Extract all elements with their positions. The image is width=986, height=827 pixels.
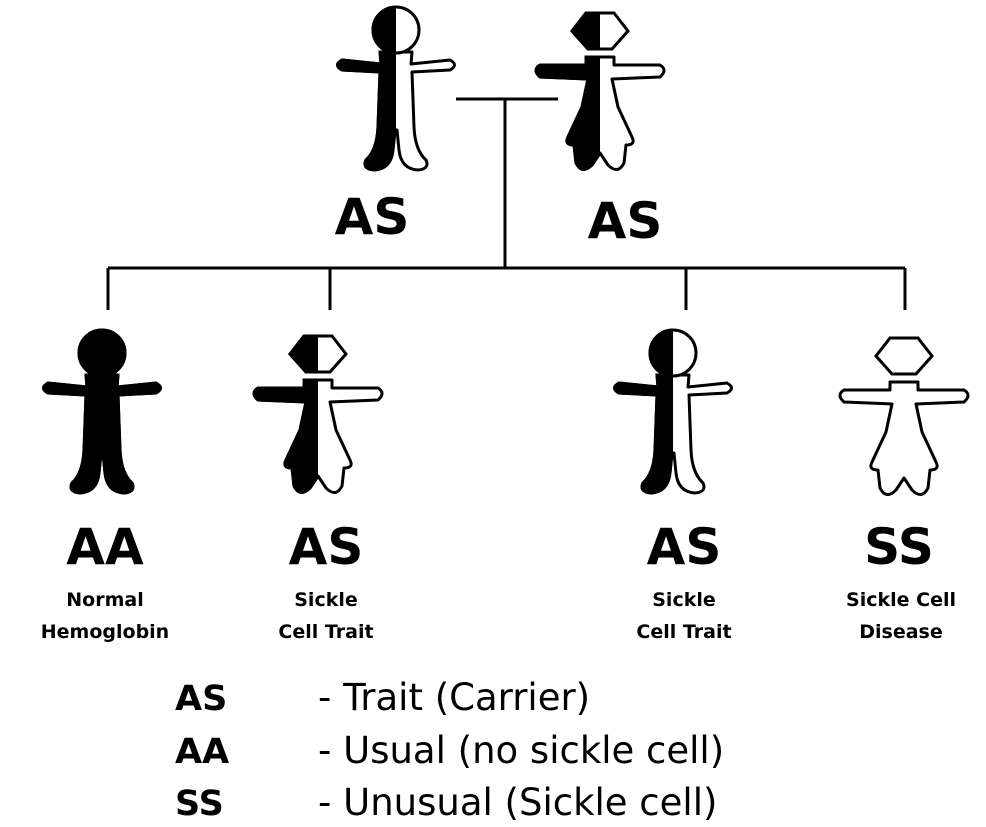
child-3-genotype: AS bbox=[647, 518, 722, 576]
figure-body bbox=[840, 382, 968, 495]
legend-code-aa: AA bbox=[175, 732, 229, 772]
figure-head-fill bbox=[79, 330, 125, 376]
child-4-caption-line2: Disease bbox=[859, 621, 943, 643]
child-1-caption-line2: Hemoglobin bbox=[41, 621, 169, 643]
child-3-figure bbox=[615, 330, 732, 493]
figure-body-fill bbox=[44, 375, 161, 493]
pedigree-lines bbox=[108, 99, 905, 310]
child-2-caption-line1: Sickle bbox=[294, 589, 358, 611]
child-4-caption-line1: Sickle Cell bbox=[846, 589, 956, 611]
child-2-caption-line2: Cell Trait bbox=[278, 621, 373, 643]
child-4-genotype: SS bbox=[864, 518, 934, 576]
child-1-genotype: AA bbox=[66, 518, 144, 576]
legend-code-ss: SS bbox=[175, 784, 224, 824]
mother-genotype: AS bbox=[588, 192, 663, 250]
child-3-caption-line1: Sickle bbox=[652, 589, 716, 611]
legend-code-as: AS bbox=[175, 679, 227, 719]
legend: AS - Trait (Carrier) AA - Usual (no sick… bbox=[175, 676, 724, 824]
child-4-figure bbox=[840, 338, 968, 495]
child-1-figure bbox=[44, 330, 161, 493]
legend-desc-ss: - Unusual (Sickle cell) bbox=[318, 781, 717, 824]
child-2-genotype: AS bbox=[289, 518, 364, 576]
legend-desc-aa: - Usual (no sickle cell) bbox=[318, 729, 724, 772]
father-genotype: AS bbox=[335, 188, 410, 246]
father-figure bbox=[338, 7, 455, 170]
child-1-caption-line1: Normal bbox=[66, 589, 143, 611]
child-3-caption-line2: Cell Trait bbox=[636, 621, 731, 643]
figure-head bbox=[876, 338, 932, 374]
mother-figure bbox=[536, 13, 664, 170]
legend-desc-as: - Trait (Carrier) bbox=[318, 676, 590, 719]
child-2-figure bbox=[254, 336, 382, 493]
